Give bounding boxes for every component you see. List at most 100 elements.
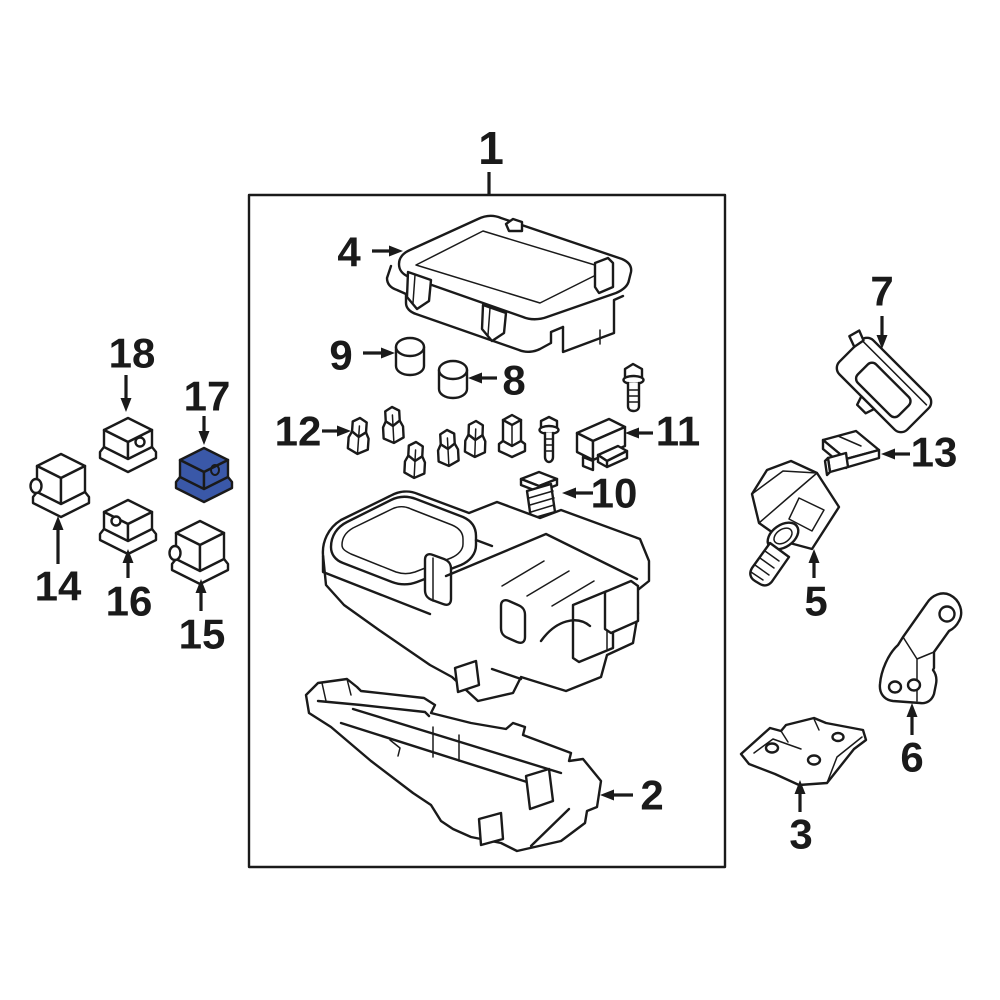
- cover-right-flange: [561, 294, 625, 354]
- callout-8-label: 8: [502, 357, 525, 404]
- callout-9-arrowhead: [381, 347, 395, 359]
- callout-2-arrowhead: [600, 789, 614, 801]
- hole: [134, 436, 146, 448]
- part-13-relay[interactable]: [821, 429, 881, 477]
- shaft-threads: [750, 550, 780, 581]
- part-8-cap[interactable]: [437, 359, 469, 400]
- square-terminal: [497, 413, 527, 459]
- callout-15[interactable]: 15: [179, 579, 226, 658]
- cap-top: [437, 359, 469, 381]
- part-11-relay-module[interactable]: [575, 417, 629, 472]
- part-9-cap[interactable]: [394, 336, 426, 377]
- tray-channel-top: [351, 707, 563, 775]
- side-knob: [168, 544, 182, 562]
- tray-pocket: [477, 811, 505, 847]
- callout-4-label: 4: [337, 229, 361, 276]
- callout-13[interactable]: 13: [881, 429, 957, 476]
- callout-11[interactable]: 11: [625, 408, 700, 455]
- cover-top-face: [397, 214, 633, 321]
- callout-7-label: 7: [870, 268, 893, 315]
- part-16-relay[interactable]: [98, 498, 158, 556]
- callout-1-label: 1: [478, 122, 504, 174]
- tray-pocket: [524, 767, 555, 811]
- callout-5[interactable]: 5: [804, 549, 828, 625]
- cover-pillar: [593, 256, 615, 295]
- hole: [887, 680, 903, 694]
- callout-7[interactable]: 7: [870, 268, 894, 350]
- callout-10-label: 10: [591, 470, 638, 517]
- callout-11-arrowhead: [625, 427, 639, 439]
- callout-8[interactable]: 8: [468, 357, 526, 404]
- callout-10[interactable]: 10: [562, 470, 637, 517]
- part-5-sensor[interactable]: [749, 459, 841, 587]
- callout-2-label: 2: [640, 772, 663, 819]
- module-tab: [855, 395, 876, 415]
- cover-skirt-line: [404, 292, 565, 353]
- callout-16-arrowhead: [122, 549, 134, 563]
- mini-fuse: [403, 440, 427, 480]
- callout-12[interactable]: 12: [275, 408, 351, 455]
- callout-18-label: 18: [109, 330, 156, 377]
- left-foot: [581, 455, 595, 472]
- cover-clip-line: [487, 307, 491, 336]
- callout-9[interactable]: 9: [329, 332, 395, 379]
- hole: [210, 464, 220, 476]
- callout-3[interactable]: 3: [789, 780, 813, 858]
- fuse-edge-line: [446, 437, 450, 466]
- part-6-bracket[interactable]: [878, 592, 963, 705]
- callout-6-label: 6: [900, 734, 923, 781]
- callout-6[interactable]: 6: [900, 703, 924, 781]
- callout-13-label: 13: [911, 429, 958, 476]
- tray-block-lines: [321, 678, 352, 702]
- top-line: [837, 435, 862, 447]
- callout-15-arrowhead: [195, 579, 207, 593]
- callout-14[interactable]: 14: [35, 516, 82, 610]
- part-15-relay[interactable]: [168, 519, 230, 586]
- compartment-inset: [341, 506, 464, 575]
- callout-18-arrowhead: [120, 398, 132, 412]
- deck-hatch-lines: [501, 560, 620, 617]
- hole: [831, 731, 845, 743]
- body-clip-tab: [423, 553, 453, 606]
- fuse-edge-line: [474, 428, 477, 457]
- callout-14-arrowhead: [52, 516, 64, 530]
- bottom-leg: [453, 659, 481, 694]
- side-block: [603, 579, 640, 635]
- bracket-outline: [878, 592, 963, 705]
- skirt: [174, 475, 234, 504]
- mini-fuse: [346, 416, 370, 456]
- mounting-bolt: [622, 362, 645, 413]
- bolt-threads: [544, 438, 554, 452]
- foot-side: [823, 456, 832, 477]
- part-2-lower-tray[interactable]: [304, 677, 603, 853]
- skirt: [98, 527, 158, 556]
- callout-16[interactable]: 16: [106, 549, 153, 625]
- callout-14-label: 14: [35, 563, 82, 610]
- part-3-bracket-plate[interactable]: [739, 716, 868, 787]
- tray-outline: [304, 677, 603, 853]
- callout-18[interactable]: 18: [109, 330, 156, 413]
- callout-10-arrowhead: [562, 487, 576, 499]
- callout-4[interactable]: 4: [337, 229, 403, 276]
- sensor-boss-inner: [773, 527, 793, 545]
- hole: [764, 742, 780, 754]
- bolt-threads: [627, 389, 640, 403]
- bolt-shaft: [626, 381, 641, 413]
- deck-edge: [444, 532, 639, 581]
- part-4-cover[interactable]: [385, 214, 633, 354]
- callout-2[interactable]: 2: [600, 772, 664, 819]
- body-clip-tab: [499, 599, 527, 644]
- skirt: [31, 490, 91, 519]
- part-14-relay[interactable]: [29, 452, 91, 519]
- part-7-control-module[interactable]: [819, 326, 935, 442]
- callout-17[interactable]: 17: [184, 373, 231, 446]
- tray-rim-line: [316, 699, 431, 718]
- part-10-fuse-puller[interactable]: [519, 470, 559, 530]
- callout-1[interactable]: 1: [478, 122, 504, 195]
- part-17-relay-highlighted[interactable]: [174, 446, 234, 504]
- callout-5-arrowhead: [808, 549, 820, 563]
- part-12-fuse-set[interactable]: [346, 405, 560, 480]
- body-base-line: [321, 554, 432, 616]
- part-18-relay[interactable]: [98, 416, 158, 474]
- module-clip: [848, 329, 865, 349]
